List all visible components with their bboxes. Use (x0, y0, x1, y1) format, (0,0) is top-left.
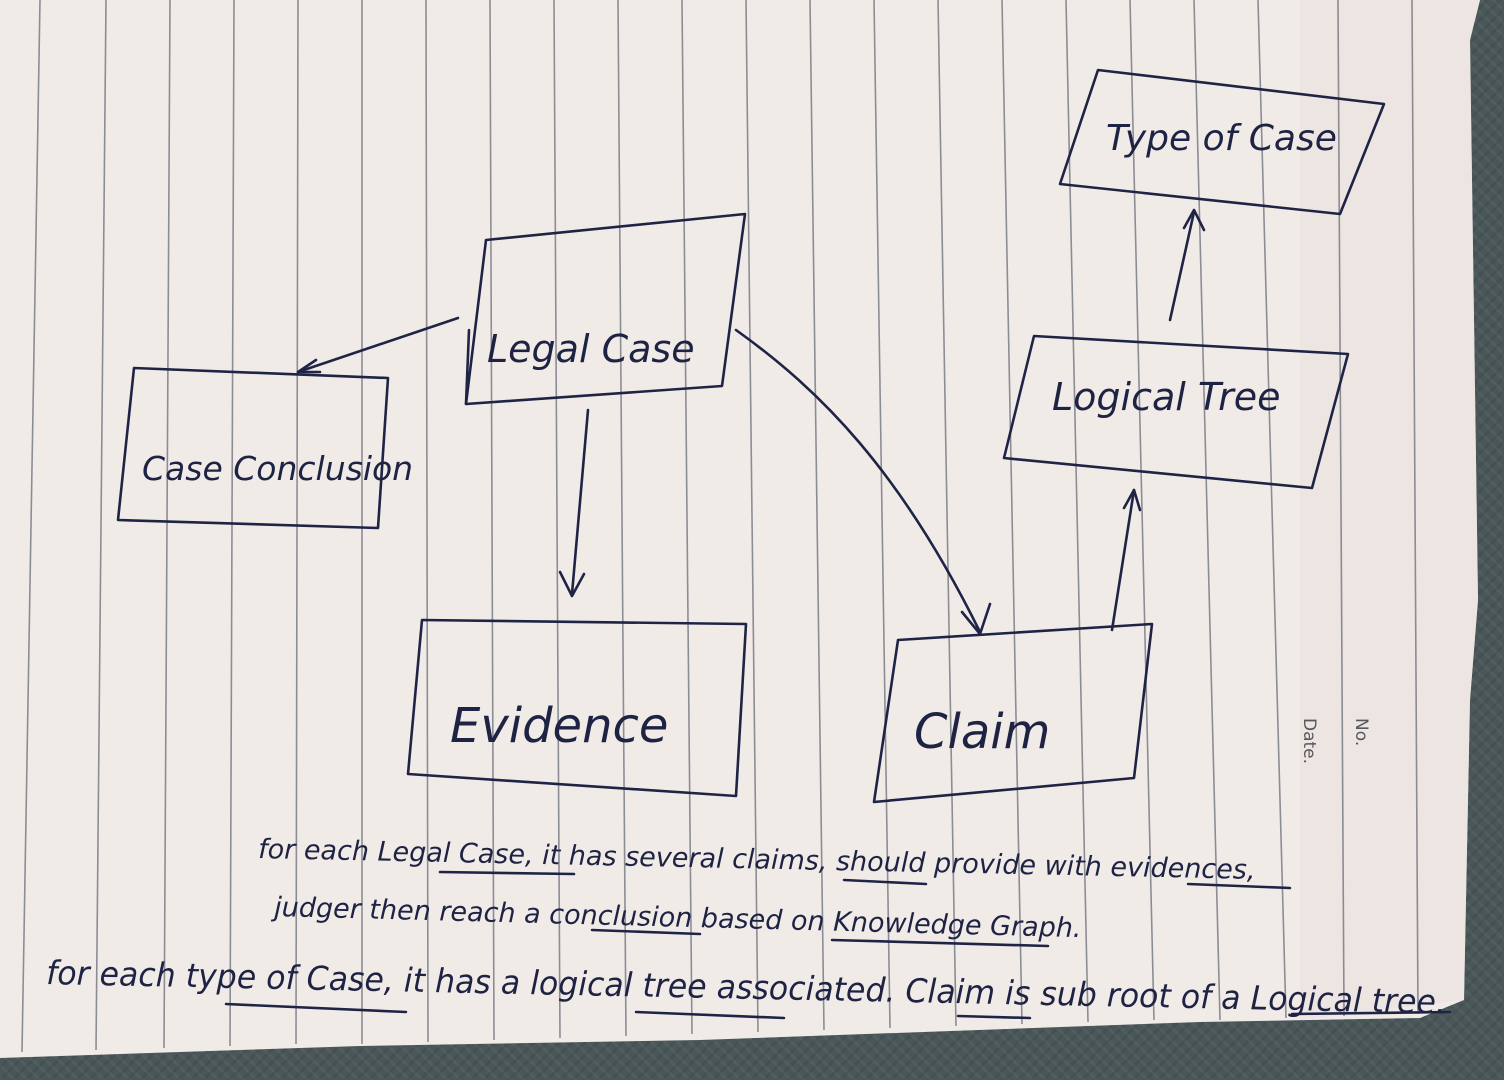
rule-lines (21, 0, 1419, 1053)
note-underlines (224, 870, 1452, 1020)
arrow-legal-to-claim (734, 328, 992, 636)
type-of-case-label: Type of Case (1106, 118, 1337, 159)
node-type-of-case: Type of Case (1058, 68, 1386, 216)
claim-label: Claim (914, 704, 1050, 760)
node-legal-case: Legal Case (464, 212, 747, 406)
legal-case-label: Legal Case (487, 327, 695, 371)
arrow-logical-tree-to-type (1168, 208, 1206, 322)
case-conclusion-label: Case Conclusion (142, 449, 413, 488)
evidence-label: Evidence (450, 698, 668, 754)
node-logical-tree: Logical Tree (1002, 334, 1350, 490)
paper-sheet (0, 0, 1480, 1058)
arrow-legal-to-evidence (558, 408, 590, 598)
node-evidence: Evidence (406, 618, 748, 798)
node-case-conclusion: Case Conclusion (116, 366, 413, 530)
arrow-legal-to-conclusion (296, 316, 460, 374)
date-label: Date. (1299, 718, 1319, 764)
no-label: No. (1351, 718, 1371, 746)
arrow-claim-to-logical-tree (1110, 488, 1142, 632)
logical-tree-label: Logical Tree (1052, 375, 1281, 419)
node-claim: Claim (872, 622, 1154, 804)
